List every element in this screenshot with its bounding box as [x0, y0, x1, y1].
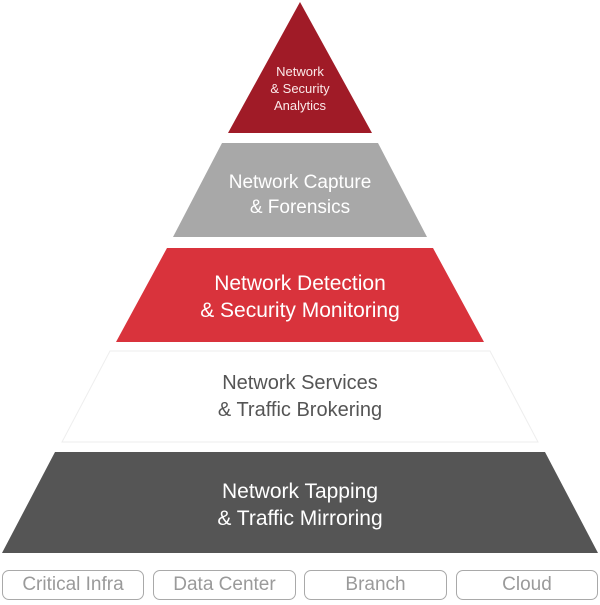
layer-1-line-2: & Security	[270, 80, 330, 96]
layer-3-detection-shape	[116, 248, 484, 342]
tag-data-center: Data Center	[153, 570, 296, 600]
layer-2-line-1: Network Capture	[228, 172, 372, 193]
tag-branch: Branch	[304, 570, 447, 600]
layer-4-line-2: & Traffic Brokering	[217, 399, 383, 421]
layer-5-label: Network Tapping & Traffic Mirroring	[0, 478, 600, 533]
layer-3-label: Network Detection & Security Monitoring	[0, 270, 600, 325]
tag-cloud: Cloud	[456, 570, 598, 600]
pyramid-diagram	[2, 2, 598, 553]
layer-2-capture-shape	[173, 143, 427, 237]
environment-tags: Critical Infra Data Center Branch Cloud	[0, 570, 600, 604]
layer-3-line-1: Network Detection	[214, 272, 386, 295]
layer-5-line-1: Network Tapping	[221, 480, 379, 503]
layer-2-label: Network Capture & Forensics	[0, 171, 600, 220]
layer-4-label: Network Services & Traffic Brokering	[0, 370, 600, 424]
layer-2-line-2: & Forensics	[249, 196, 351, 218]
layer-1-analytics-shape	[228, 2, 372, 133]
layer-1-line-3: Analytics	[273, 97, 327, 113]
layer-1-label: Network & Security Analytics	[0, 64, 600, 115]
layer-5-tapping-shape	[2, 452, 598, 553]
tag-critical-infra: Critical Infra	[2, 570, 144, 600]
layer-1-line-1: Network	[276, 64, 324, 79]
layer-5-line-2: & Traffic Mirroring	[217, 507, 383, 531]
layer-3-line-2: & Security Monitoring	[200, 299, 400, 323]
layer-4-line-1: Network Services	[222, 372, 378, 394]
layer-4-services-shape	[61, 350, 539, 443]
